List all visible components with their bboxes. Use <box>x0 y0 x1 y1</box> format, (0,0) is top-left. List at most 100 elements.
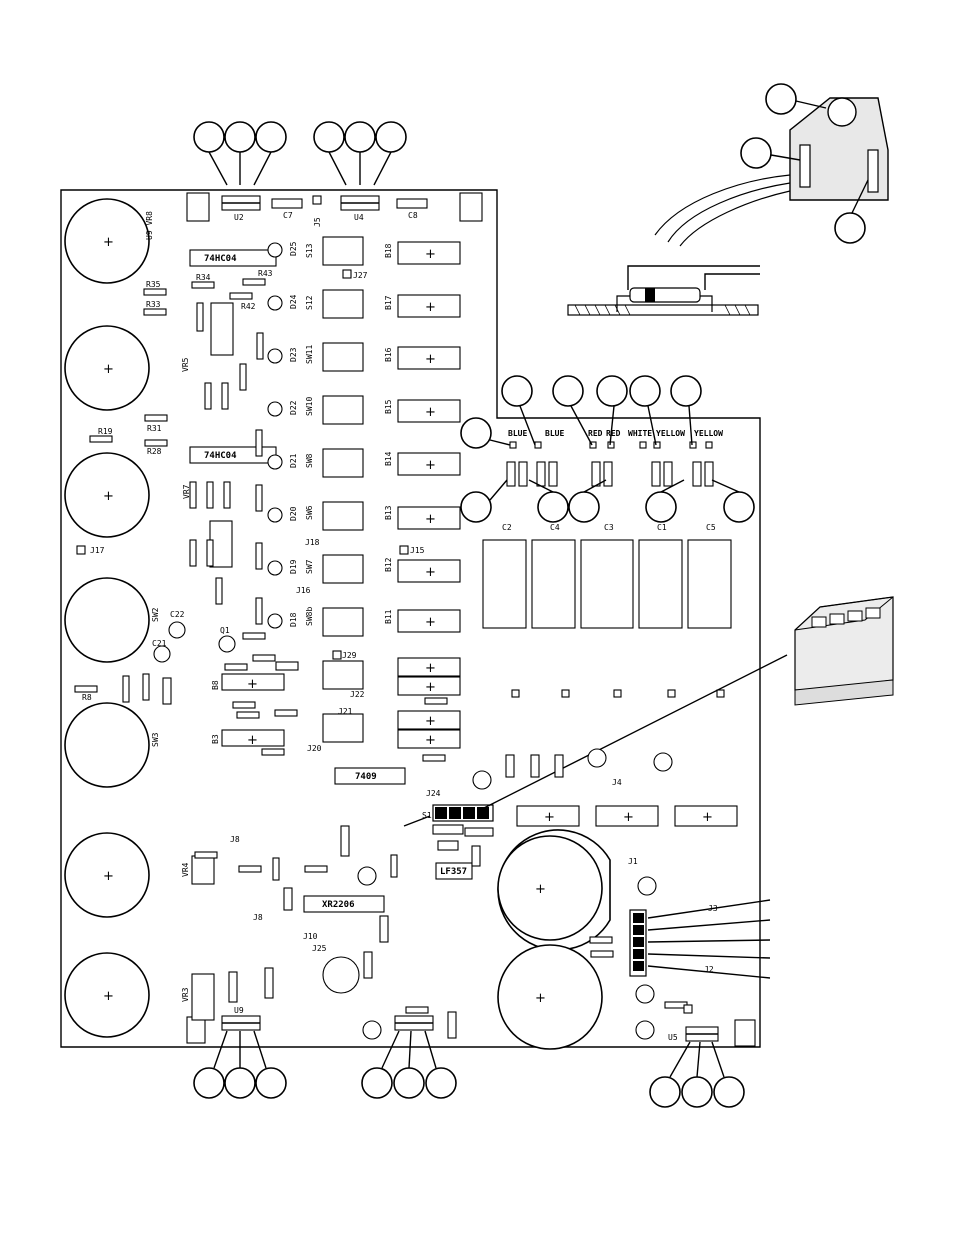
svg-text:+: + <box>425 405 436 420</box>
svg-text:J8: J8 <box>253 913 263 922</box>
svg-text:S12: S12 <box>305 295 314 310</box>
svg-text:D23: D23 <box>289 347 298 362</box>
svg-text:+: + <box>535 991 546 1006</box>
svg-text:+: + <box>247 677 258 692</box>
svg-text:SW11: SW11 <box>305 345 314 364</box>
svg-text:J21: J21 <box>338 707 353 716</box>
svg-text:B17: B17 <box>384 295 393 310</box>
svg-text:J2: J2 <box>704 965 714 974</box>
svg-text:R42: R42 <box>241 302 256 311</box>
switch-column: S13 S12 SW11 SW10 SW8 SW6 SW7 SW8b <box>305 236 364 637</box>
svg-text:B12: B12 <box>384 557 393 572</box>
svg-text:XR2206: XR2206 <box>322 900 355 910</box>
svg-text:J5: J5 <box>313 217 322 227</box>
pot-vr4: + VR4 <box>64 832 190 918</box>
svg-text:C22: C22 <box>170 610 185 619</box>
svg-text:BLUE: BLUE <box>508 429 527 438</box>
svg-text:C2: C2 <box>502 523 512 532</box>
svg-text:+: + <box>623 810 634 825</box>
mid-left-components: + + R8 B8 B3 <box>74 632 364 756</box>
svg-text:D22: D22 <box>289 400 298 415</box>
svg-text:B15: B15 <box>384 399 393 414</box>
svg-text:J29: J29 <box>342 651 357 660</box>
svg-text:SW3: SW3 <box>151 732 160 747</box>
svg-text:+: + <box>247 733 258 748</box>
svg-text:U9: U9 <box>234 1006 244 1015</box>
svg-text:J1: J1 <box>628 857 638 866</box>
svg-text:+: + <box>103 869 114 884</box>
svg-text:C1: C1 <box>657 523 667 532</box>
svg-text:+: + <box>535 882 546 897</box>
svg-text:C7: C7 <box>283 211 293 220</box>
top-left-callouts <box>193 121 407 186</box>
svg-text:J8: J8 <box>230 835 240 844</box>
svg-text:+: + <box>544 810 555 825</box>
svg-text:74HC04: 74HC04 <box>204 254 237 264</box>
svg-text:+: + <box>425 680 436 695</box>
svg-text:J22: J22 <box>350 690 365 699</box>
svg-text:J25: J25 <box>312 944 327 953</box>
svg-text:+: + <box>425 733 436 748</box>
regulator-u2: U2 <box>221 195 261 222</box>
bottom-callouts: U9 U1 U5 <box>193 1006 745 1108</box>
svg-text:+: + <box>425 661 436 676</box>
left-resistors: R35 R34 R43 R33 R42 R31 R19 R28 <box>89 269 273 625</box>
svg-text:J16: J16 <box>296 586 311 595</box>
svg-text:S13: S13 <box>305 243 314 258</box>
diode-column: D25 D24 D23 D22 D21 D20 D19 D18 <box>267 241 298 629</box>
svg-text:U9 VR8: U9 VR8 <box>145 211 154 240</box>
svg-text:U2: U2 <box>234 213 244 222</box>
svg-text:SW2: SW2 <box>151 607 160 622</box>
svg-text:R28: R28 <box>147 447 162 456</box>
svg-text:+: + <box>425 615 436 630</box>
svg-text:SW10: SW10 <box>305 397 314 416</box>
svg-text:J15: J15 <box>410 546 425 555</box>
led-callouts <box>460 375 755 523</box>
svg-text:B18: B18 <box>384 243 393 258</box>
resistor-cross-section <box>567 265 760 316</box>
led-row: BLUE BLUE RED RED WHITE YELLOW YELLOW <box>506 429 723 487</box>
svg-text:D24: D24 <box>289 294 298 309</box>
svg-text:+: + <box>425 352 436 367</box>
pot-sw3: SW3 <box>64 702 160 788</box>
connector-3d-illustration <box>794 596 894 706</box>
ic-74hc04-top: 74HC04 <box>189 249 277 267</box>
lower-left-components <box>191 697 693 1040</box>
svg-text:YELLOW: YELLOW <box>656 429 685 438</box>
svg-text:B13: B13 <box>384 505 393 520</box>
svg-text:C8: C8 <box>408 211 418 220</box>
svg-text:D19: D19 <box>289 559 298 574</box>
connector-s1-center: S1 <box>422 804 494 822</box>
ic-74hc04-mid: 74HC04 <box>189 446 277 464</box>
svg-text:+: + <box>425 300 436 315</box>
svg-text:+: + <box>425 565 436 580</box>
svg-text:+: + <box>103 489 114 504</box>
svg-text:R8: R8 <box>82 693 92 702</box>
svg-text:VR3: VR3 <box>181 987 190 1002</box>
connector-s1-right <box>629 899 771 979</box>
svg-text:VR5: VR5 <box>181 357 190 372</box>
svg-text:RED: RED <box>588 429 603 438</box>
svg-text:C5: C5 <box>706 523 716 532</box>
svg-text:LF357: LF357 <box>440 867 467 877</box>
svg-text:D21: D21 <box>289 453 298 468</box>
svg-text:B16: B16 <box>384 347 393 362</box>
svg-text:S1: S1 <box>422 811 432 820</box>
svg-text:+: + <box>425 458 436 473</box>
svg-text:B14: B14 <box>384 451 393 466</box>
svg-text:J18: J18 <box>305 538 320 547</box>
svg-text:SW8: SW8 <box>305 453 314 468</box>
svg-text:U4: U4 <box>354 213 364 222</box>
svg-text:D20: D20 <box>289 506 298 521</box>
right-pads <box>511 689 725 698</box>
pot-vr2: + <box>497 829 611 951</box>
svg-text:C3: C3 <box>604 523 614 532</box>
pot-vr7: + VR7 <box>64 452 191 538</box>
svg-text:VR4: VR4 <box>181 862 190 877</box>
svg-text:VR7: VR7 <box>182 484 191 499</box>
ic-xr2206: XR2206 <box>303 895 385 913</box>
svg-text:+: + <box>425 714 436 729</box>
pcb-board-outline <box>60 189 761 1048</box>
svg-text:+: + <box>425 247 436 262</box>
svg-text:B8: B8 <box>211 680 220 690</box>
